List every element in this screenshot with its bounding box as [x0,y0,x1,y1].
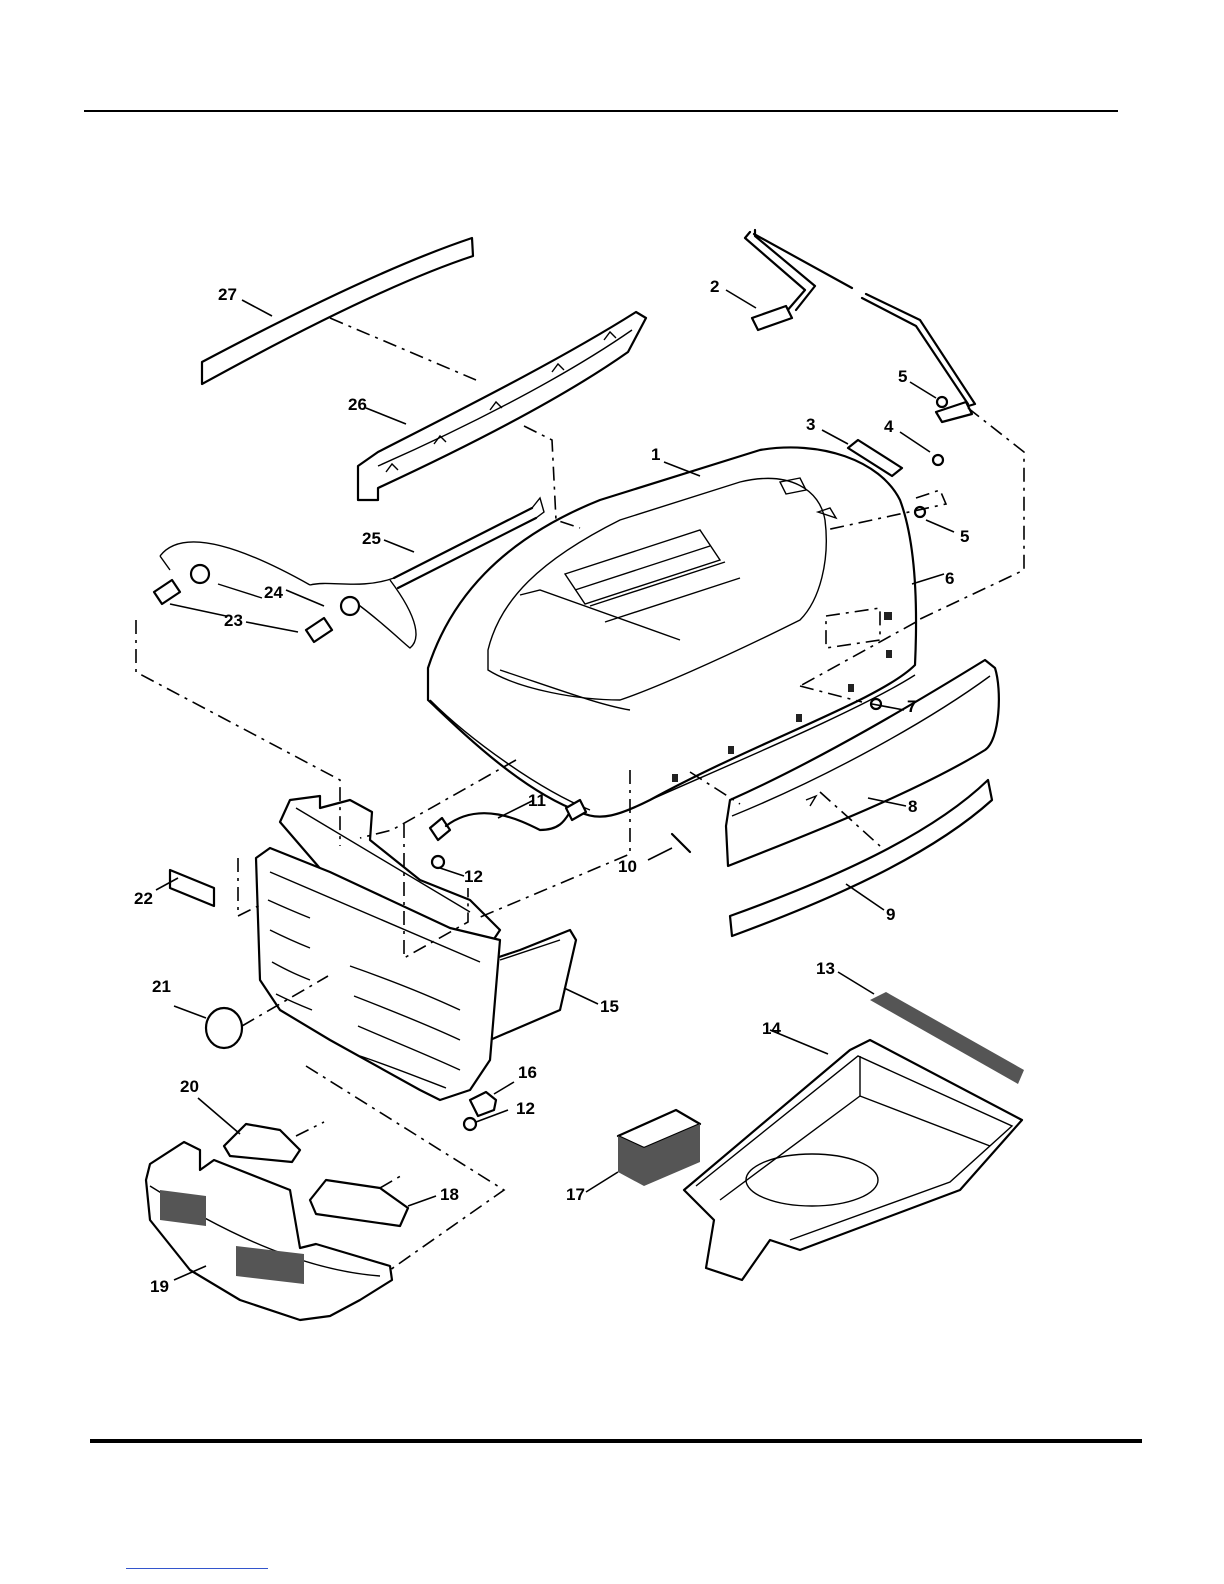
callout-26: 26 [348,395,367,414]
callout-10: 10 [618,857,637,876]
callout-5-lower: 5 [960,527,969,546]
part-16-hinge [470,1092,496,1116]
part-17-foam-block [618,1110,700,1186]
part-22-decal [170,870,214,906]
part-12-bolt-lower [464,1118,476,1130]
callout-14: 14 [762,1019,781,1038]
callout-4: 4 [884,417,894,436]
callout-25: 25 [362,529,381,548]
callout-22: 22 [134,889,153,908]
part-4-bolt [933,455,943,465]
part-5-nut-upper [937,397,947,407]
callout-7: 7 [907,697,916,716]
callout-19: 19 [150,1277,169,1296]
part-18-lens-cover [310,1180,408,1226]
callout-6: 6 [945,569,954,588]
callout-21: 21 [152,977,171,996]
callout-9: 9 [886,905,895,924]
callout-11: 11 [528,791,546,810]
callout-12-upper: 12 [464,867,483,886]
part-23-headlight-bulb [154,580,332,642]
callout-17: 17 [566,1185,585,1204]
callout-2: 2 [710,277,719,296]
callout-24: 24 [264,583,283,602]
part-26-hood-rail [358,312,646,500]
callout-8: 8 [908,797,917,816]
callout-3: 3 [806,415,815,434]
part-14-tray [684,1040,1022,1280]
part-10-screw [672,834,690,852]
callout-16: 16 [518,1063,537,1082]
callout-13: 13 [816,959,835,978]
callout-20: 20 [180,1077,199,1096]
callout-18: 18 [440,1185,459,1204]
part-2-prop-rod [745,230,975,422]
callout-23: 23 [224,611,243,630]
callout-5-upper: 5 [898,367,907,386]
callout-15: 15 [600,997,619,1016]
part-12-bolt-upper [432,856,444,868]
part-11-hood-cable [430,800,586,840]
callout-27: 27 [218,285,237,304]
callout-1: 1 [651,445,660,464]
callout-12-lower: 12 [516,1099,535,1118]
part-21-badge [206,1008,242,1048]
part-19-front-bumper [146,1142,392,1320]
part-27-trim-strip [202,238,473,384]
